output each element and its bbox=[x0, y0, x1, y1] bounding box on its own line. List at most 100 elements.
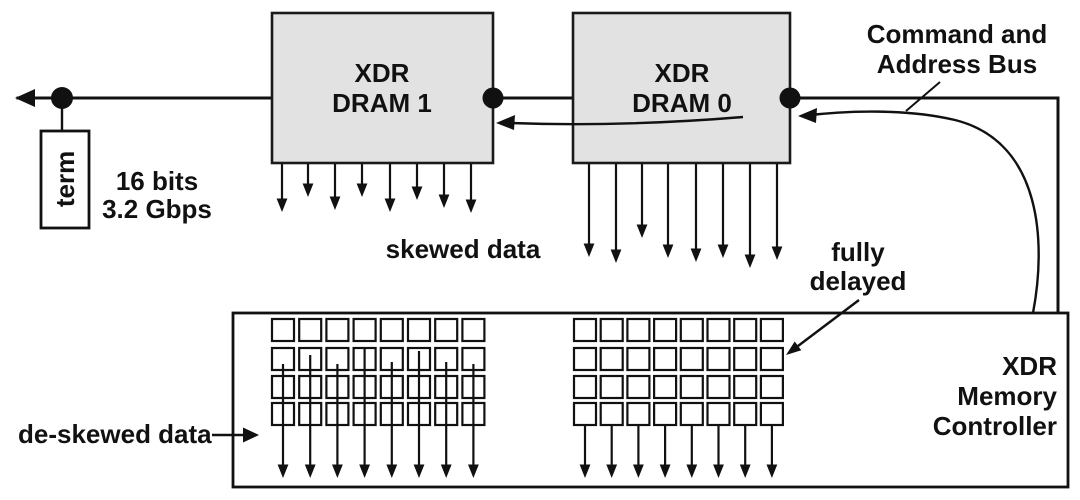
deskewed-output-arrow bbox=[332, 364, 343, 478]
deskewed-output-arrow bbox=[659, 425, 671, 478]
controller-label-line3: Controller bbox=[933, 411, 1057, 441]
delay-cell bbox=[434, 317, 459, 343]
deskewed-output-arrow bbox=[579, 425, 591, 478]
delay-cell bbox=[325, 317, 350, 343]
skewed-data-arrow-head-icon bbox=[302, 183, 314, 197]
deskewed-output-arrow-head-icon bbox=[386, 464, 398, 478]
deskewed-output-arrow-head-icon bbox=[413, 464, 425, 478]
delay-cell bbox=[759, 317, 785, 343]
deskewed-output-arrow-head-icon bbox=[304, 464, 316, 478]
delay-element-grids bbox=[270, 317, 785, 478]
delay-cell bbox=[759, 346, 785, 372]
delay-cell bbox=[461, 317, 486, 343]
skewed-data-arrow-head-icon bbox=[465, 199, 477, 213]
deskewed-output-arrow-head-icon bbox=[332, 464, 343, 478]
command-bus-curve bbox=[801, 110, 1040, 314]
deskewed-output-arrow-head-icon bbox=[633, 464, 644, 478]
skewed-data-arrow-head-icon bbox=[583, 243, 595, 257]
dram1-label-line2: DRAM 1 bbox=[332, 88, 432, 118]
delay-cell bbox=[599, 346, 624, 372]
deskewed-output-arrow bbox=[413, 351, 425, 478]
skewed-data-arrow-head-icon bbox=[717, 244, 729, 258]
skewed-data-arrow bbox=[717, 164, 729, 258]
fully-delayed-arrowhead-icon bbox=[786, 341, 802, 355]
terminator-box bbox=[39, 129, 91, 230]
delay-cell bbox=[626, 346, 651, 372]
dram1-skewed-data-arrows bbox=[276, 164, 477, 213]
deskewed-output-arrow bbox=[739, 425, 751, 478]
skewed-data-arrow bbox=[465, 164, 477, 213]
dram1-label-line1: XDR bbox=[355, 58, 410, 88]
delay-grid-dram1 bbox=[270, 317, 486, 478]
delay-cell bbox=[679, 317, 704, 343]
delay-cell bbox=[572, 317, 598, 343]
deskewed-output-arrow bbox=[633, 425, 644, 478]
fully-delayed-label-line1: fully bbox=[831, 237, 885, 267]
delay-cell bbox=[626, 401, 651, 427]
deskewed-output-arrow-head-icon bbox=[579, 464, 591, 478]
terminator-label: term bbox=[50, 151, 80, 207]
skewed-data-arrow-head-icon bbox=[771, 246, 783, 260]
deskewed-output-arrow bbox=[766, 425, 778, 478]
deskewed-output-arrow bbox=[686, 425, 698, 478]
delay-cell bbox=[298, 317, 323, 343]
skewed-data-arrow bbox=[384, 164, 396, 212]
deskewed-output-arrow bbox=[359, 348, 370, 478]
delay-cell bbox=[572, 401, 598, 427]
dram1-junction-dot bbox=[482, 87, 504, 109]
delay-cell bbox=[652, 346, 678, 372]
dram0-label-line1: XDR bbox=[655, 58, 710, 88]
skewed-data-arrow bbox=[276, 164, 288, 212]
delay-cell bbox=[652, 374, 678, 400]
deskewed-output-arrow-head-icon bbox=[468, 464, 479, 478]
skewed-data-arrow-head-icon bbox=[610, 249, 622, 263]
bus-label-pointer-line bbox=[905, 81, 941, 112]
skewed-data-arrow-head-icon bbox=[384, 198, 396, 212]
dram0-junction-dot bbox=[779, 87, 801, 109]
deskewed-data-label: de-skewed data bbox=[18, 419, 212, 449]
delay-grid-dram0 bbox=[572, 317, 785, 478]
delay-cell bbox=[759, 401, 785, 427]
delay-cell bbox=[706, 317, 731, 343]
delay-cell bbox=[652, 317, 678, 343]
delay-cell bbox=[572, 346, 598, 372]
deskewed-output-arrow-head-icon bbox=[766, 464, 778, 478]
delay-cell bbox=[270, 317, 296, 343]
deskewed-output-arrow-head-icon bbox=[686, 464, 698, 478]
skewed-data-arrow-head-icon bbox=[662, 244, 674, 258]
deskewed-output-arrow bbox=[277, 364, 289, 478]
bus-label-line2: Address Bus bbox=[877, 49, 1037, 79]
delay-cell bbox=[599, 374, 624, 400]
deskewed-output-arrow-head-icon bbox=[659, 464, 671, 478]
deskewed-output-arrow bbox=[713, 425, 724, 478]
skewed-data-arrow bbox=[438, 164, 450, 208]
skewed-data-arrow bbox=[302, 164, 314, 197]
skewed-data-arrow-head-icon bbox=[636, 224, 648, 238]
delay-cell bbox=[626, 374, 651, 400]
skewed-data-arrow bbox=[356, 164, 368, 197]
delay-cell bbox=[733, 317, 758, 343]
link-rate-label-line1: 16 bits bbox=[116, 166, 198, 196]
delay-cell bbox=[626, 317, 651, 343]
delay-cell bbox=[733, 374, 758, 400]
deskewed-output-arrow-head-icon bbox=[713, 464, 724, 478]
delay-cell bbox=[352, 317, 377, 343]
skewed-data-arrow bbox=[771, 164, 783, 260]
skewed-data-arrow bbox=[610, 164, 622, 263]
skewed-data-arrow bbox=[690, 164, 702, 262]
fully-delayed-label-line2: delayed bbox=[810, 266, 907, 296]
delay-cell bbox=[706, 346, 731, 372]
skewed-data-arrow bbox=[411, 164, 423, 200]
delay-cell bbox=[759, 374, 785, 400]
deskewed-output-arrow-head-icon bbox=[359, 464, 370, 478]
skewed-data-arrow-head-icon bbox=[690, 248, 702, 262]
deskewed-output-arrow-head-icon bbox=[606, 464, 618, 478]
skewed-data-arrow bbox=[744, 164, 756, 268]
fully-delayed-pointer-line bbox=[797, 299, 860, 347]
deskewed-arrowhead-icon bbox=[243, 427, 259, 443]
deskewed-output-arrow bbox=[468, 364, 479, 478]
deskewed-output-arrow bbox=[304, 355, 316, 478]
skewed-data-arrow-head-icon bbox=[744, 254, 756, 268]
dram0-chip bbox=[571, 11, 792, 165]
skewed-data-arrow-head-icon bbox=[356, 183, 368, 197]
